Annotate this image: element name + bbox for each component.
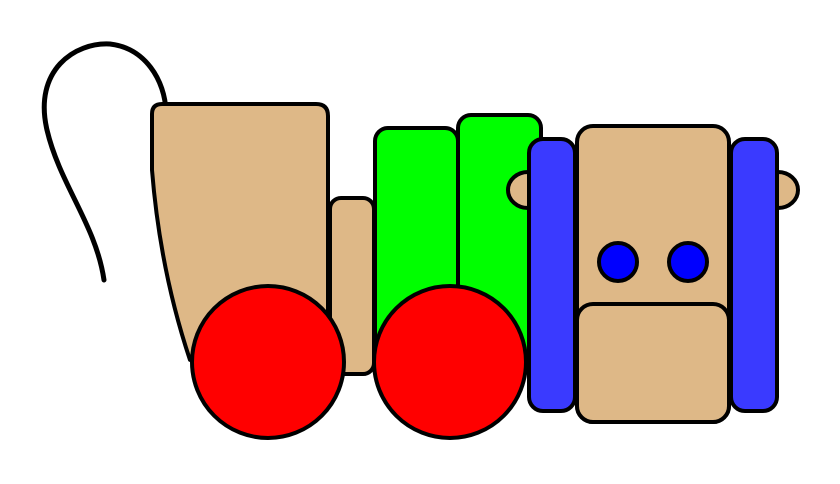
wheel-icon (190, 284, 346, 440)
eye-icon (667, 241, 709, 283)
mouth-panel (575, 302, 731, 424)
eye-icon (597, 241, 639, 283)
bumper-icon (527, 137, 577, 413)
wheel-icon (372, 284, 528, 440)
pull-string-icon (41, 41, 169, 283)
bumper-icon (729, 137, 779, 413)
